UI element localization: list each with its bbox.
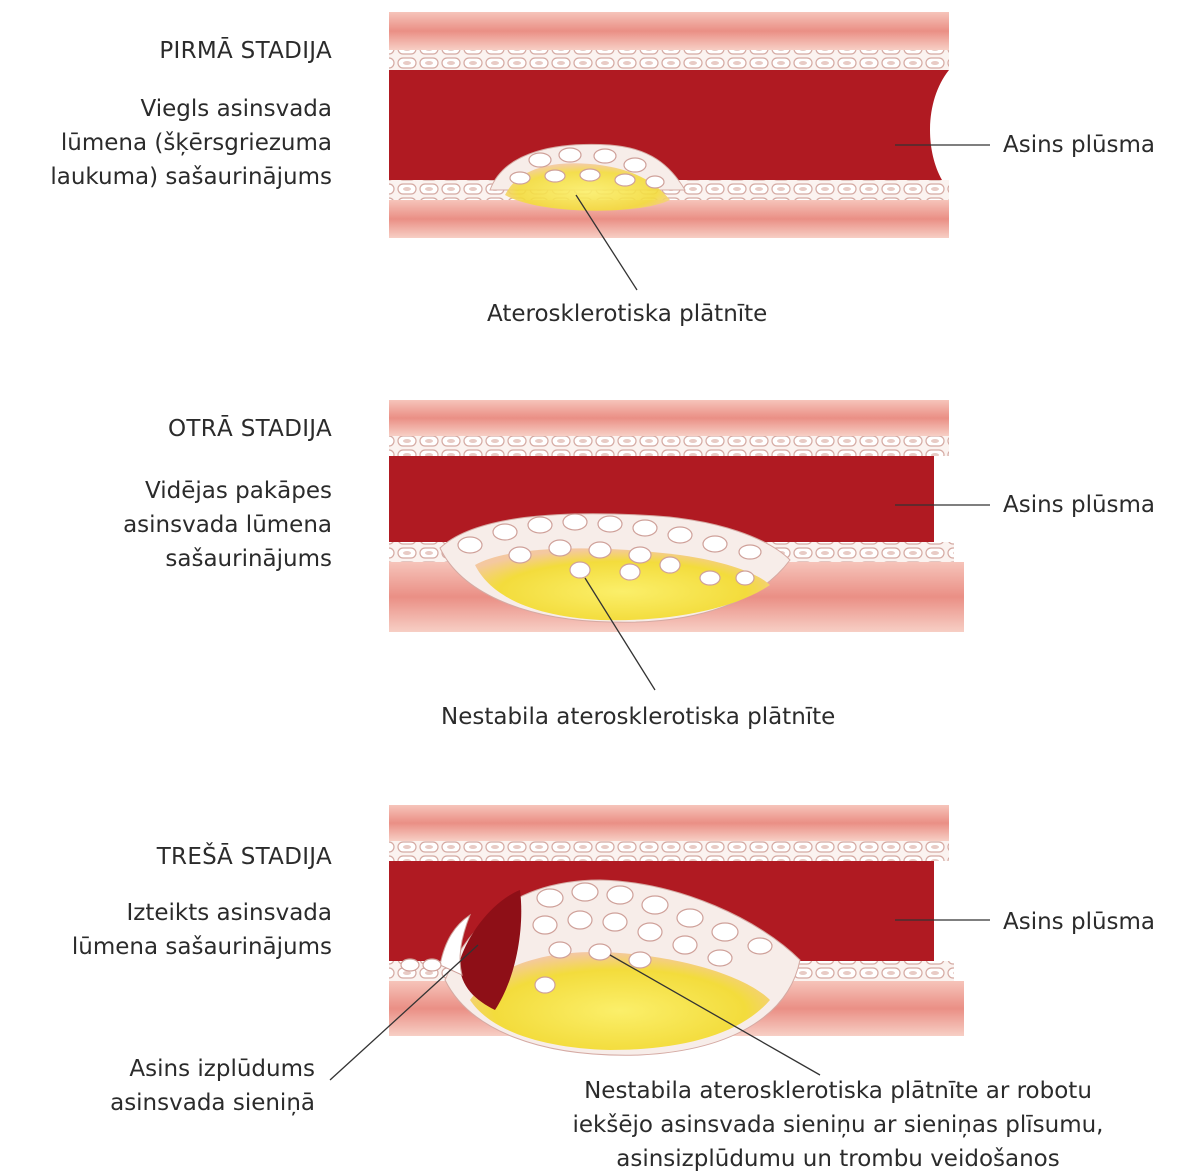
stage-2-plaque-label: Nestabila aterosklerotiska plātnīte <box>441 700 835 734</box>
stage-3-plaque-label: Nestabila aterosklerotiska plātnīte ar r… <box>528 1074 1148 1176</box>
stage-3-upper-endothelium <box>389 841 949 861</box>
stage-1-upper-endothelium <box>389 50 949 70</box>
stage-3-vessel <box>330 805 990 1080</box>
stage-1-description: Viegls asinsvada lūmena (šķērsgriezuma l… <box>50 92 332 194</box>
stage-3-description: Izteikts asinsvada lūmena sašaurinājums <box>72 896 332 964</box>
stage-2-upper-endothelium <box>389 436 949 456</box>
stage-1-blood-lumen <box>389 70 949 180</box>
stage-2-flow-label: Asins plūsma <box>1003 488 1155 522</box>
stage-1-vessel <box>389 12 990 290</box>
stage-2-description: Vidējas pakāpes asinsvada lūmena sašauri… <box>123 474 332 576</box>
stage-2-heading: OTRĀ STADIJA <box>168 412 332 446</box>
stage-3-heading: TREŠĀ STADIJA <box>157 840 332 874</box>
stage-1-plaque-label: Aterosklerotiska plātnīte <box>487 297 767 331</box>
stage-1-upper-wall <box>389 12 949 50</box>
stage-2-vessel <box>389 400 990 690</box>
stage-1-flow-label: Asins plūsma <box>1003 128 1155 162</box>
stage-1-lower-wall <box>389 200 949 238</box>
stage-3-upper-wall <box>389 805 949 841</box>
stage-2-upper-wall <box>389 400 949 436</box>
stage-3-flow-label: Asins plūsma <box>1003 905 1155 939</box>
stage-1-heading: PIRMĀ STADIJA <box>159 34 332 68</box>
stage-3-hemorrhage-label: Asins izplūdums asinsvada sieniņā <box>110 1052 315 1120</box>
